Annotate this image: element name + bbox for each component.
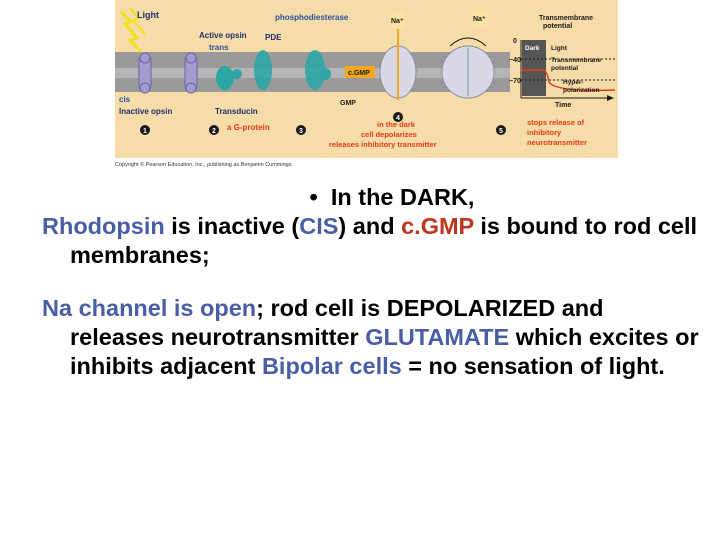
active-opsin-label: Active opsin	[199, 31, 247, 40]
potential-trace	[522, 69, 616, 92]
graph-dark-label: Dark	[525, 45, 540, 52]
na-ion-icon-2	[471, 9, 489, 27]
active-opsin	[184, 52, 198, 94]
na-plus-1-label: Na⁺	[391, 18, 404, 25]
light-bolt-icon-2	[128, 7, 146, 35]
pde	[254, 50, 331, 90]
svg-text:5: 5	[499, 128, 503, 135]
inactive-opsin	[138, 52, 152, 94]
na-channel-closed	[441, 37, 495, 99]
graph-time-label: Time	[555, 102, 571, 109]
light-bolt-icon	[119, 10, 143, 54]
step-2: 2	[209, 125, 219, 135]
inactive-opsin-label: Inactive opsin	[119, 107, 172, 116]
na-channel-open	[379, 20, 417, 100]
y-tick-40: −40	[509, 57, 521, 64]
p1-text-c: is bound to rod cell membranes;	[70, 213, 698, 268]
na-ion-icon-1	[389, 11, 407, 29]
p2-text-b: which excites or inhibits adjacent	[70, 324, 699, 379]
y-tick-0: 0	[513, 38, 517, 45]
p1-text-a: is inactive (	[164, 213, 300, 239]
svg-text:1: 1	[143, 128, 147, 135]
step-1: 1	[140, 125, 150, 135]
membrane-potential-graph	[520, 40, 616, 101]
cgmp-label: c.GMP	[348, 70, 370, 77]
y-tick-70: −70	[509, 78, 521, 85]
copyright-text: Copyright © Pearson Education, Inc., pub…	[115, 161, 293, 168]
dark-heading: In the DARK,	[330, 184, 475, 210]
time-arrow-icon	[607, 95, 614, 101]
bipolar-term: Bipolar cells	[261, 353, 402, 379]
glutamate-term: GLUTAMATE	[365, 324, 510, 350]
svg-text:4: 4	[396, 115, 400, 122]
cis-term: CIS	[299, 213, 339, 239]
cis-label: cis	[119, 95, 131, 104]
phototransduction-figure: Light cis Inactive opsin Active opsin tr…	[115, 0, 618, 168]
trans-label: trans	[209, 43, 229, 52]
step-5: 5	[496, 125, 506, 135]
na-plus-2-label: Na⁺	[473, 16, 486, 23]
pde-label: PDE	[265, 33, 282, 42]
g-protein-label: a G-protein	[227, 123, 270, 132]
light-label: Light	[137, 10, 159, 20]
graph-hyper-label: Hyper-polarization	[563, 79, 600, 94]
paragraph-1: Rhodopsin is inactive (CIS) and c.GMP is…	[42, 212, 702, 270]
cgmp-term: c.GMP	[401, 213, 474, 239]
graph-light-label: Light	[551, 45, 568, 52]
svg-text:2: 2	[212, 128, 216, 135]
p1-text-b: ) and	[338, 213, 402, 239]
paragraph-2: Na channel is open; rod cell is DEPOLARI…	[42, 294, 702, 381]
step-4: 4	[393, 112, 403, 122]
step-3: 3	[296, 125, 306, 135]
phosphodiesterase-label: phosphodiesterase	[275, 13, 349, 22]
p2-text-c: = no sensation of light.	[401, 353, 665, 379]
bullet-icon: •	[309, 184, 318, 210]
gmp-label: GMP	[340, 100, 356, 107]
rhodopsin-term: Rhodopsin	[42, 213, 165, 239]
svg-text:3: 3	[299, 128, 303, 135]
slide-body: • In the DARK, Rhodopsin is inactive (CI…	[42, 183, 702, 381]
na-channel-term: Na channel is open	[42, 295, 257, 321]
transducin-label: Transducin	[215, 107, 258, 116]
transducin	[216, 66, 242, 90]
bullet-line: • In the DARK,	[82, 183, 702, 212]
cgmp-box	[345, 66, 375, 78]
p2-text-a: ; rod cell is DEPOLARIZED and releases n…	[70, 295, 604, 350]
